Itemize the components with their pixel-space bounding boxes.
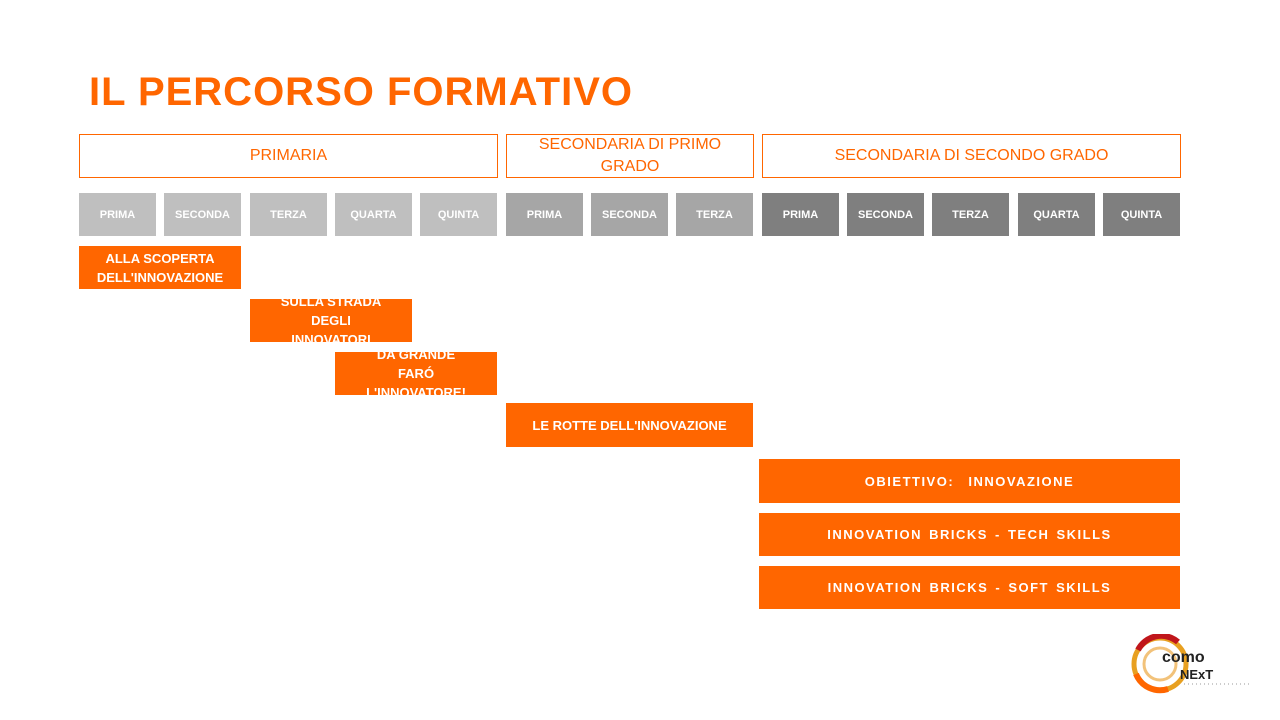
program-alla-scoperta: ALLA SCOPERTA DELL'INNOVAZIONE [79,246,241,289]
comonext-logo-mark: como NExT [1131,632,1250,694]
year-secondaria-primo-seconda: SECONDA [591,193,668,236]
logo-text-como: como [1162,649,1205,666]
year-secondaria-secondo-quinta: QUINTA [1103,193,1180,236]
year-primaria-terza: TERZA [250,193,327,236]
year-secondaria-secondo-terza: TERZA [932,193,1009,236]
year-secondaria-primo-terza: TERZA [676,193,753,236]
program-da-grande: DA GRANDE FARÓ L'INNOVATORE! [335,347,497,400]
year-secondaria-secondo-prima: PRIMA [762,193,839,236]
logo-text-next: NExT [1180,667,1213,682]
year-primaria-seconda: SECONDA [164,193,241,236]
program-le-rotte: LE ROTTE DELL'INNOVAZIONE [506,403,753,447]
comonext-logo: como NExT [1130,632,1255,696]
level-secondaria-primo-grado: SECONDARIA DI PRIMO GRADO [506,134,754,178]
year-secondaria-primo-prima: PRIMA [506,193,583,236]
year-primaria-quinta: QUINTA [420,193,497,236]
year-secondaria-secondo-quarta: QUARTA [1018,193,1095,236]
program-sulla-strada: SULLA STRADA DEGLI INNOVATORI [250,294,412,347]
year-secondaria-secondo-seconda: SECONDA [847,193,924,236]
program-tech-skills: INNOVATION BRICKS - TECH SKILLS [759,513,1180,556]
year-primaria-prima: PRIMA [79,193,156,236]
level-primaria: PRIMARIA [79,134,498,178]
level-secondaria-secondo-grado: SECONDARIA DI SECONDO GRADO [762,134,1181,178]
year-primaria-quarta: QUARTA [335,193,412,236]
program-soft-skills: INNOVATION BRICKS - SOFT SKILLS [759,566,1180,609]
page-title: IL PERCORSO FORMATIVO [89,70,633,114]
program-obiettivo-innovazione: OBIETTIVO: INNOVAZIONE [759,459,1180,503]
